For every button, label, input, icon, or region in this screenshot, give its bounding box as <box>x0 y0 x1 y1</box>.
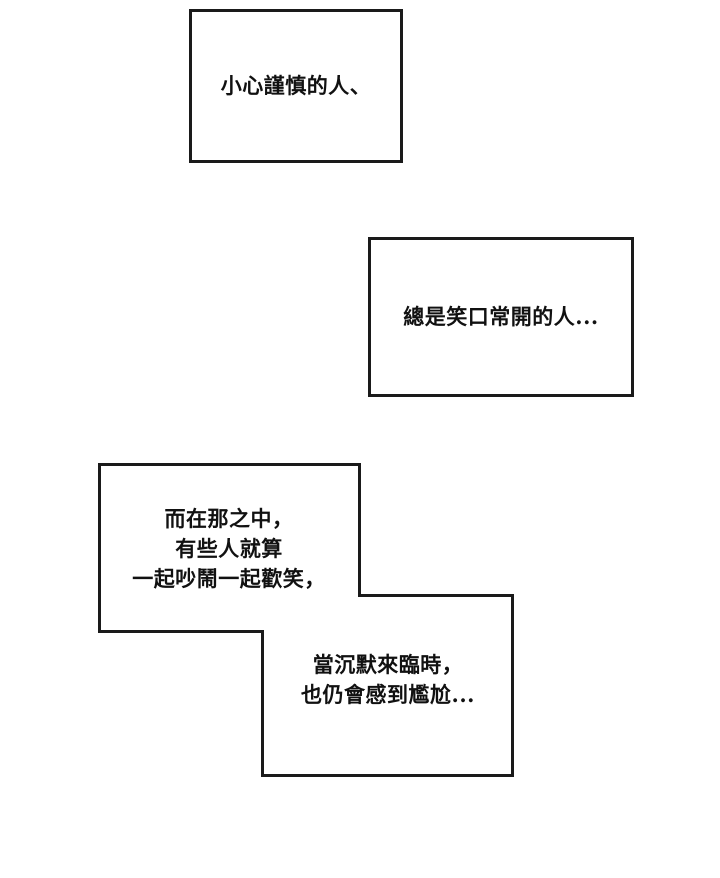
stepped-caption-box: 而在那之中， 有些人就算 一起吵鬧一起歡笑， 當沉默來臨時， 也仍會感到尷尬..… <box>97 462 517 780</box>
stepped-caption-upper-text: 而在那之中， 有些人就算 一起吵鬧一起歡笑， <box>132 506 326 591</box>
stepped-caption-lower-text: 當沉默來臨時， 也仍會感到尷尬... <box>301 652 475 707</box>
caption-box-smiling-people: 總是笑口常開的人... <box>368 237 634 397</box>
stepped-caption-outline <box>98 463 514 777</box>
caption-text-smiling-people: 總是笑口常開的人... <box>403 304 599 329</box>
caption-text-careful-people: 小心謹慎的人、 <box>220 73 372 98</box>
caption-box-careful-people: 小心謹慎的人、 <box>189 9 403 163</box>
